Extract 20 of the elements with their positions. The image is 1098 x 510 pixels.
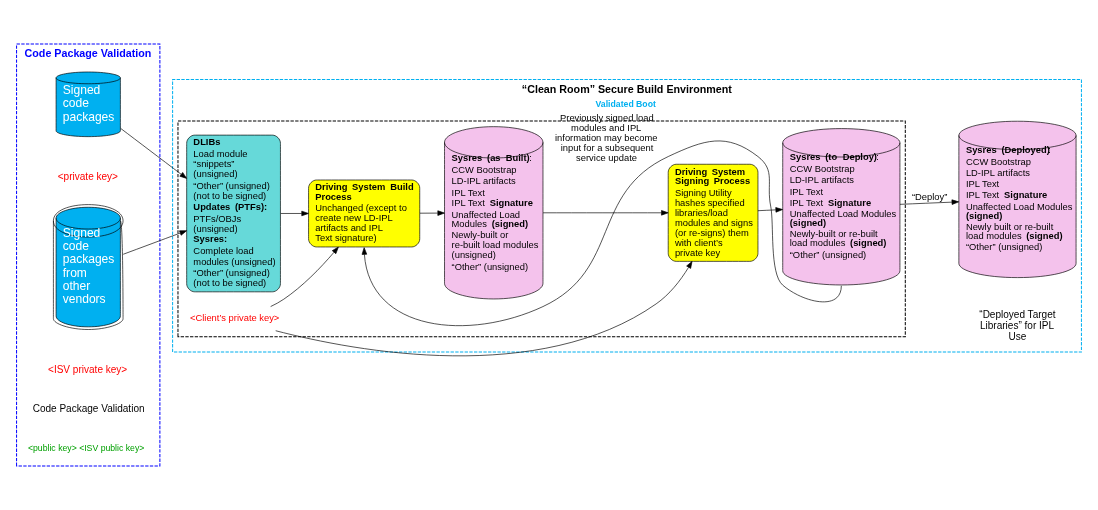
label: <public key> <ISV public key> <box>27 442 145 453</box>
node-label: “Deployed Target Libraries” for IPL Use <box>979 308 1056 343</box>
arrow <box>122 230 187 255</box>
arrow <box>280 210 309 217</box>
arrow <box>275 261 693 357</box>
arrow <box>270 246 339 307</box>
edge-label: “Deploy” <box>911 192 948 203</box>
arrow <box>419 210 445 216</box>
arrow <box>757 207 783 213</box>
arrow <box>542 210 669 216</box>
node-label: <ISV private key> <box>48 364 128 376</box>
node-text: <Client’s private key> <box>190 313 280 324</box>
arrow <box>120 127 187 179</box>
node-label: <private key> <box>57 171 118 183</box>
node-box: DLIBs Load module “snippets” (unsigned) “Other” (unsigned) (not to be signed) Updates (PTFs): PTFs/OBJs (unsigned) Sysres: Complete load modules (unsigned) “Other” (unsigned) (not to be signed) <box>186 134 281 293</box>
arrow <box>899 199 960 205</box>
node-box: Driving System Build Process Unchanged (except to create new LD-IPL artifacts and IPL Text signature) <box>308 179 421 248</box>
label: Code Package Validation <box>32 403 145 415</box>
node-box: Driving System Signing Process Signing Utility hashes specified libraries/load modules and signs (or re-signs) them with client’s private key <box>667 163 759 262</box>
edge-label: Previously signed load modules and IPL information may become input for a subsequent service update <box>555 112 658 163</box>
